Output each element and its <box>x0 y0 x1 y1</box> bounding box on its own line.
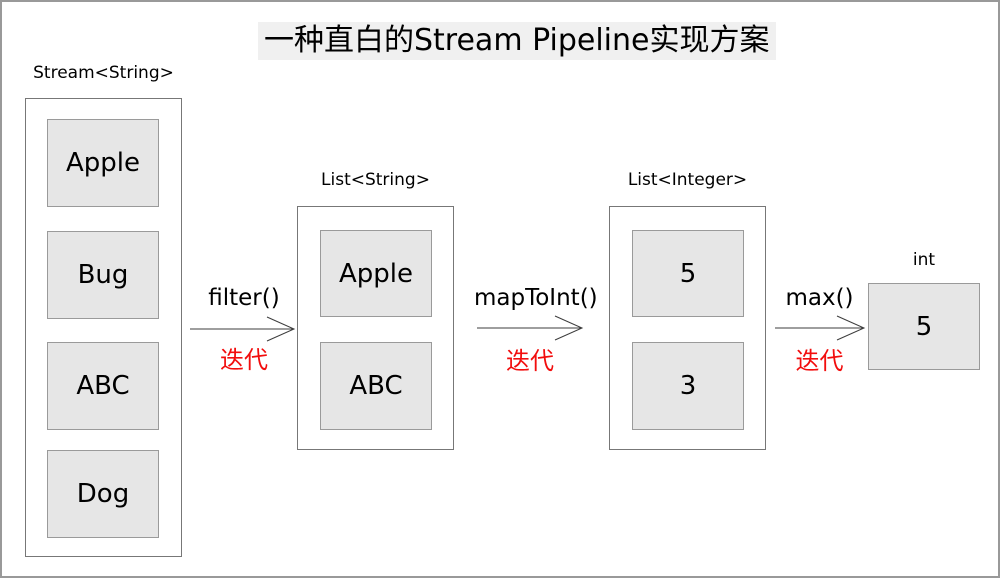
list-item-3: 3 <box>632 342 744 430</box>
list-string-container: Apple ABC <box>297 206 454 450</box>
iteration-note: 迭代 <box>795 347 844 375</box>
stream-item-bug: Bug <box>47 231 159 319</box>
iteration-note: 迭代 <box>506 347 554 375</box>
stage-label-list-integer: List<Integer> <box>627 170 748 190</box>
stream-item-abc: ABC <box>47 342 159 430</box>
op-label-max: max() <box>785 285 854 311</box>
arrow-right-icon <box>190 316 296 342</box>
stream-item-apple: Apple <box>47 119 159 207</box>
op-label-maptoint: mapToInt() <box>474 285 598 311</box>
stream-item-dog: Dog <box>47 450 159 538</box>
stage-label-stream-string: Stream<String> <box>33 63 174 83</box>
page-title: 一种直白的Stream Pipeline实现方案 <box>258 22 776 60</box>
result-type-label: int <box>912 250 936 270</box>
list-item-abc: ABC <box>320 342 432 430</box>
op-label-filter: filter() <box>208 285 280 311</box>
iteration-note: 迭代 <box>220 346 268 374</box>
arrow-right-icon <box>477 315 584 341</box>
arrow-right-icon <box>775 315 866 341</box>
result-value: 5 <box>915 311 933 342</box>
list-integer-container: 5 3 <box>609 206 766 450</box>
result-box: 5 <box>868 283 980 370</box>
stream-string-container: Apple Bug ABC Dog <box>25 98 182 557</box>
list-item-5: 5 <box>632 230 744 317</box>
stage-label-list-string: List<String> <box>321 170 430 190</box>
list-item-apple: Apple <box>320 230 432 317</box>
